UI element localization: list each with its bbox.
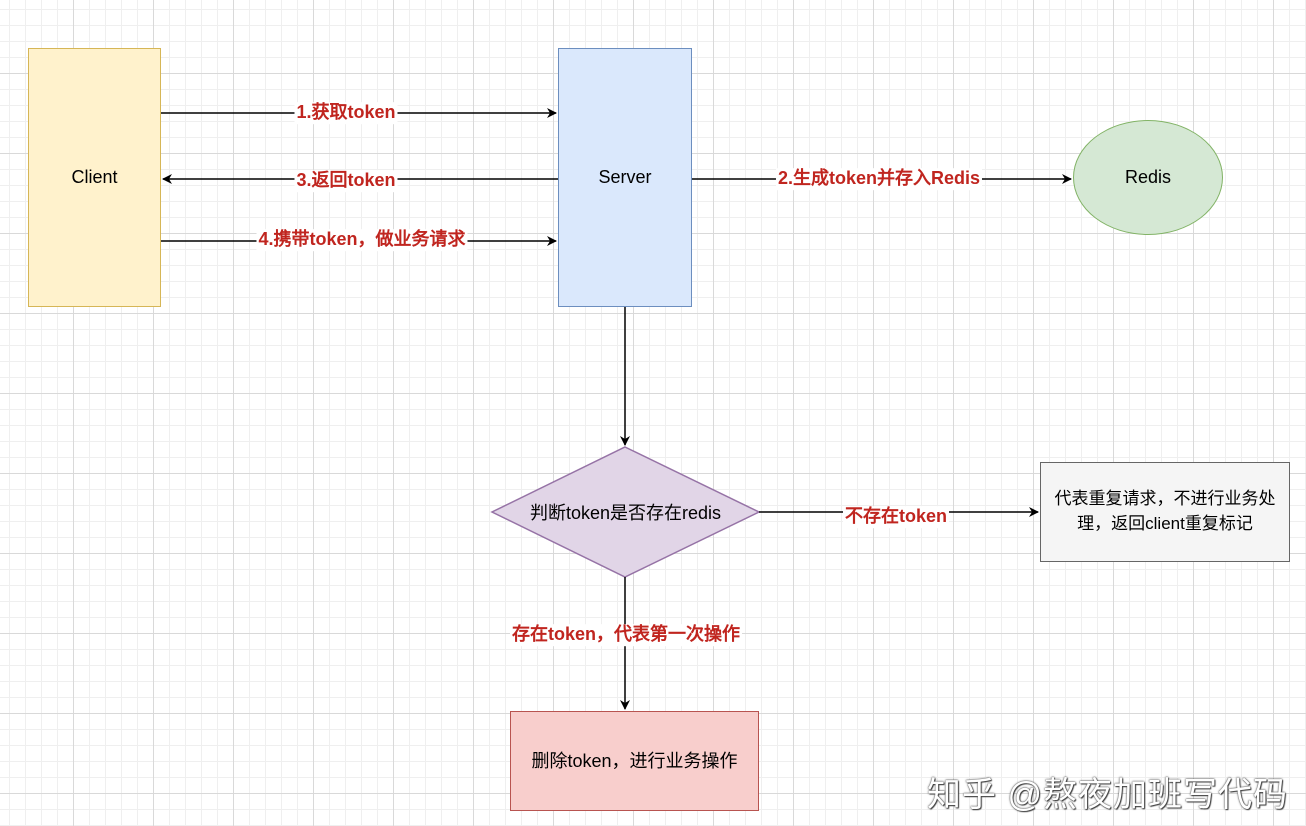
redis-node: Redis <box>1073 120 1223 235</box>
edge-label-generate-token: 2.生成token并存入Redis <box>775 168 983 190</box>
duplicate-request-node: 代表重复请求，不进行业务处理，返回client重复标记 <box>1040 462 1290 562</box>
server-label: Server <box>598 167 652 188</box>
duplicate-request-label: 代表重复请求，不进行业务处理，返回client重复标记 <box>1054 489 1276 533</box>
edge-label-get-token: 1.获取token <box>294 102 398 124</box>
client-label: Client <box>71 167 118 188</box>
edge-label-exist: 存在token，代表第一次操作 <box>509 624 743 646</box>
edge-label-return-token: 3.返回token <box>294 170 398 192</box>
edge-label-not-exist: 不存在token <box>842 506 950 528</box>
watermark: 知乎 @熬夜加班写代码 <box>927 776 1288 814</box>
client-node: Client <box>28 48 161 307</box>
delete-token-node: 删除token，进行业务操作 <box>510 711 759 811</box>
delete-token-label: 删除token，进行业务操作 <box>531 750 738 771</box>
decision-label: 判断token是否存在redis <box>529 503 722 523</box>
redis-label: Redis <box>1124 167 1172 188</box>
edge-label-carry-token: 4.携带token，做业务请求 <box>256 229 468 251</box>
server-node: Server <box>558 48 692 307</box>
